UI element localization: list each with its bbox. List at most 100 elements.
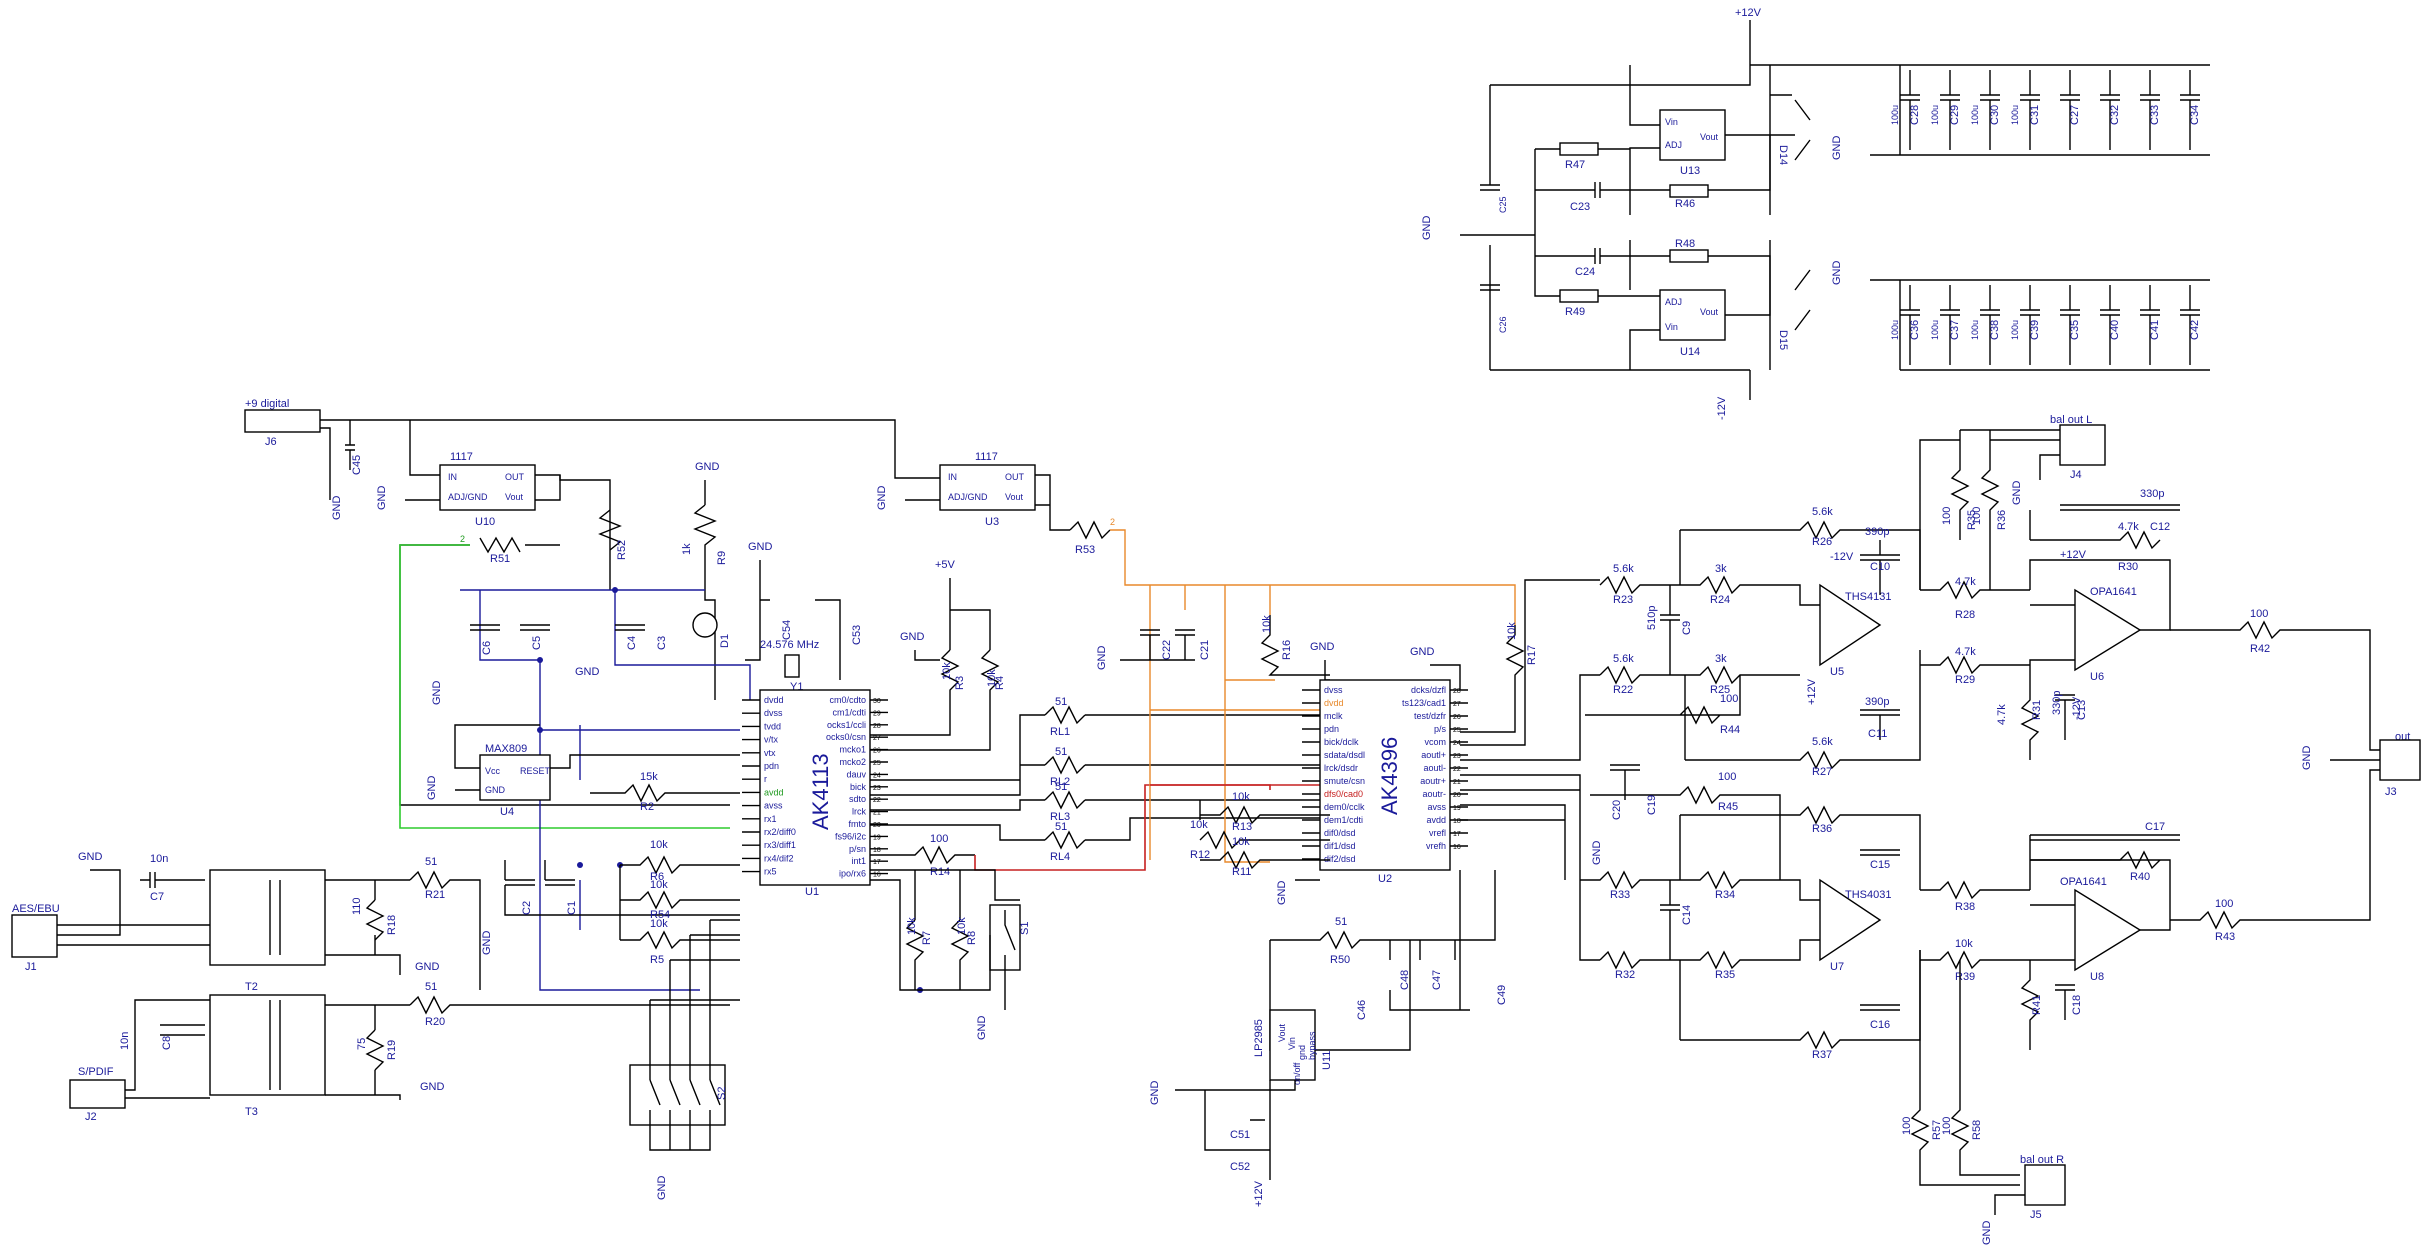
u10-out: OUT bbox=[505, 472, 525, 482]
r49-label: R49 bbox=[1565, 306, 1585, 318]
r28-value: 4.7k bbox=[1955, 576, 1976, 588]
c1-label: C1 bbox=[566, 901, 578, 915]
orange-pin-2: 2 bbox=[1110, 517, 1115, 527]
u8-name: U8 bbox=[2090, 971, 2104, 983]
u1-box bbox=[759, 689, 871, 886]
gnd-c1: GND bbox=[481, 931, 493, 956]
j1-label: J1 bbox=[25, 961, 37, 973]
u1-right-pin-number: 24 bbox=[873, 772, 881, 779]
aes-label: AES/EBU bbox=[12, 903, 60, 915]
r9-value: 1k bbox=[681, 543, 693, 555]
c8-label: C8 bbox=[161, 1036, 173, 1050]
r50-value: 51 bbox=[1335, 916, 1347, 928]
r48-symbol bbox=[1669, 249, 1709, 263]
c17-label: C17 bbox=[2145, 821, 2165, 833]
u5-part: THS4131 bbox=[1845, 591, 1891, 603]
rl2-value: 51 bbox=[1055, 746, 1067, 758]
s2-switch bbox=[629, 1064, 726, 1126]
j2-label: J2 bbox=[85, 1111, 97, 1123]
c15-label: C15 bbox=[1870, 859, 1890, 871]
u5-neg-rail: -12V bbox=[1830, 551, 1854, 563]
u2-left-pin-name: dvss bbox=[1324, 685, 1343, 695]
r54-value: 10k bbox=[650, 879, 668, 891]
c22-label: C22 bbox=[1161, 640, 1173, 660]
c7-label: C7 bbox=[150, 891, 164, 903]
r29-label: R29 bbox=[1955, 674, 1975, 686]
c48-label: C48 bbox=[1399, 970, 1411, 990]
rail-p12-label: +12V bbox=[1735, 7, 1762, 19]
u1-left-pin-name: rx5 bbox=[764, 867, 777, 877]
r13-value: 10k bbox=[1232, 791, 1250, 803]
r4-value: 10k bbox=[986, 669, 998, 687]
u10-vout: Vout bbox=[505, 492, 524, 502]
gnd-r3: GND bbox=[900, 631, 925, 643]
u1-left-pin-name: dvdd bbox=[764, 695, 784, 705]
bal-r-label: bal out R bbox=[2020, 1154, 2064, 1166]
u8-part: OPA1641 bbox=[2060, 876, 2107, 888]
u7-part: THS4031 bbox=[1845, 889, 1891, 901]
c45-label: C45 bbox=[351, 455, 363, 475]
r9-label: R9 bbox=[716, 551, 728, 565]
r53-label: R53 bbox=[1075, 544, 1095, 556]
u4-vcc: Vcc bbox=[485, 766, 501, 776]
r6-value: 10k bbox=[650, 839, 668, 851]
u1-right-pin-name: mcko1 bbox=[839, 745, 866, 755]
gnd-u2-c: GND bbox=[1276, 881, 1288, 906]
u14-box bbox=[1659, 289, 1726, 341]
u11-name: U11 bbox=[1321, 1051, 1333, 1070]
c20-label: C20 bbox=[1611, 800, 1623, 820]
u1-right-pin-name: cm0/cdto bbox=[829, 695, 866, 705]
r8-value: 10k bbox=[956, 917, 968, 935]
u2-left-pin-name: lrck/dsdr bbox=[1324, 763, 1358, 773]
gnd-u2: GND bbox=[1310, 641, 1335, 653]
r12-label: R12 bbox=[1190, 849, 1210, 861]
u1-left-pin-name: pdn bbox=[764, 761, 779, 771]
j1-connector bbox=[11, 914, 58, 958]
j5-connector bbox=[2024, 1164, 2066, 1206]
u6-name: U6 bbox=[2090, 671, 2104, 683]
cap-bank-label: C33 bbox=[2149, 105, 2161, 125]
d1-led bbox=[692, 612, 718, 638]
u1-right-pin-number: 21 bbox=[873, 810, 881, 817]
r3-label: R3 bbox=[954, 676, 966, 690]
u1-right-pin-number: 19 bbox=[873, 834, 881, 841]
j3-connector bbox=[2379, 739, 2421, 781]
r38-label: R38 bbox=[1955, 901, 1975, 913]
r37-label: R37 bbox=[1812, 1049, 1832, 1061]
u1-right-pin-number: 29 bbox=[873, 710, 881, 717]
r3-value: 10k bbox=[941, 662, 953, 680]
r43-value: 100 bbox=[2215, 898, 2233, 910]
cap-bank-label: C29 bbox=[1949, 105, 1961, 125]
u2-right-pin-name: aoutr+ bbox=[1420, 776, 1446, 786]
gnd-j4: GND bbox=[2011, 481, 2023, 506]
r44-value: 100 bbox=[1720, 693, 1738, 705]
u14-adj: ADJ bbox=[1665, 297, 1682, 307]
r22-label: R22 bbox=[1613, 684, 1633, 696]
y1-crystal bbox=[784, 654, 800, 678]
u2-right-pin-number: 21 bbox=[1453, 779, 1461, 786]
r2-value: 15k bbox=[640, 771, 658, 783]
r58-value: 100 bbox=[1941, 1117, 1953, 1135]
u7-name: U7 bbox=[1830, 961, 1844, 973]
u2-part: AK4396 bbox=[1377, 737, 1402, 815]
r35b-label: R35 bbox=[1715, 969, 1735, 981]
u4-gnd: GND bbox=[485, 785, 506, 795]
u14-vin: Vin bbox=[1665, 322, 1678, 332]
j4-label: J4 bbox=[2070, 469, 2082, 481]
r5-value: 10k bbox=[650, 918, 668, 930]
t3-label: T3 bbox=[245, 1106, 258, 1118]
u2-right-pin-name: vrefl bbox=[1429, 828, 1446, 838]
u10-in: IN bbox=[448, 472, 457, 482]
r39-value: 10k bbox=[1955, 938, 1973, 950]
u4-part: MAX809 bbox=[485, 743, 527, 755]
u2-left-pin-name: bick/dclk bbox=[1324, 737, 1359, 747]
r30-value: 4.7k bbox=[2118, 521, 2139, 533]
r54-label: R54 bbox=[650, 909, 670, 921]
d15-label: D15 bbox=[1777, 330, 1789, 350]
u2-left-pin-name: dif0/dsd bbox=[1324, 828, 1356, 838]
r25-label: R25 bbox=[1710, 684, 1730, 696]
gnd-r9: GND bbox=[695, 461, 720, 473]
u6-pos-rail: +12V bbox=[2060, 549, 2087, 561]
u13-vout: Vout bbox=[1700, 132, 1719, 142]
c52-label: C52 bbox=[1230, 1161, 1250, 1173]
